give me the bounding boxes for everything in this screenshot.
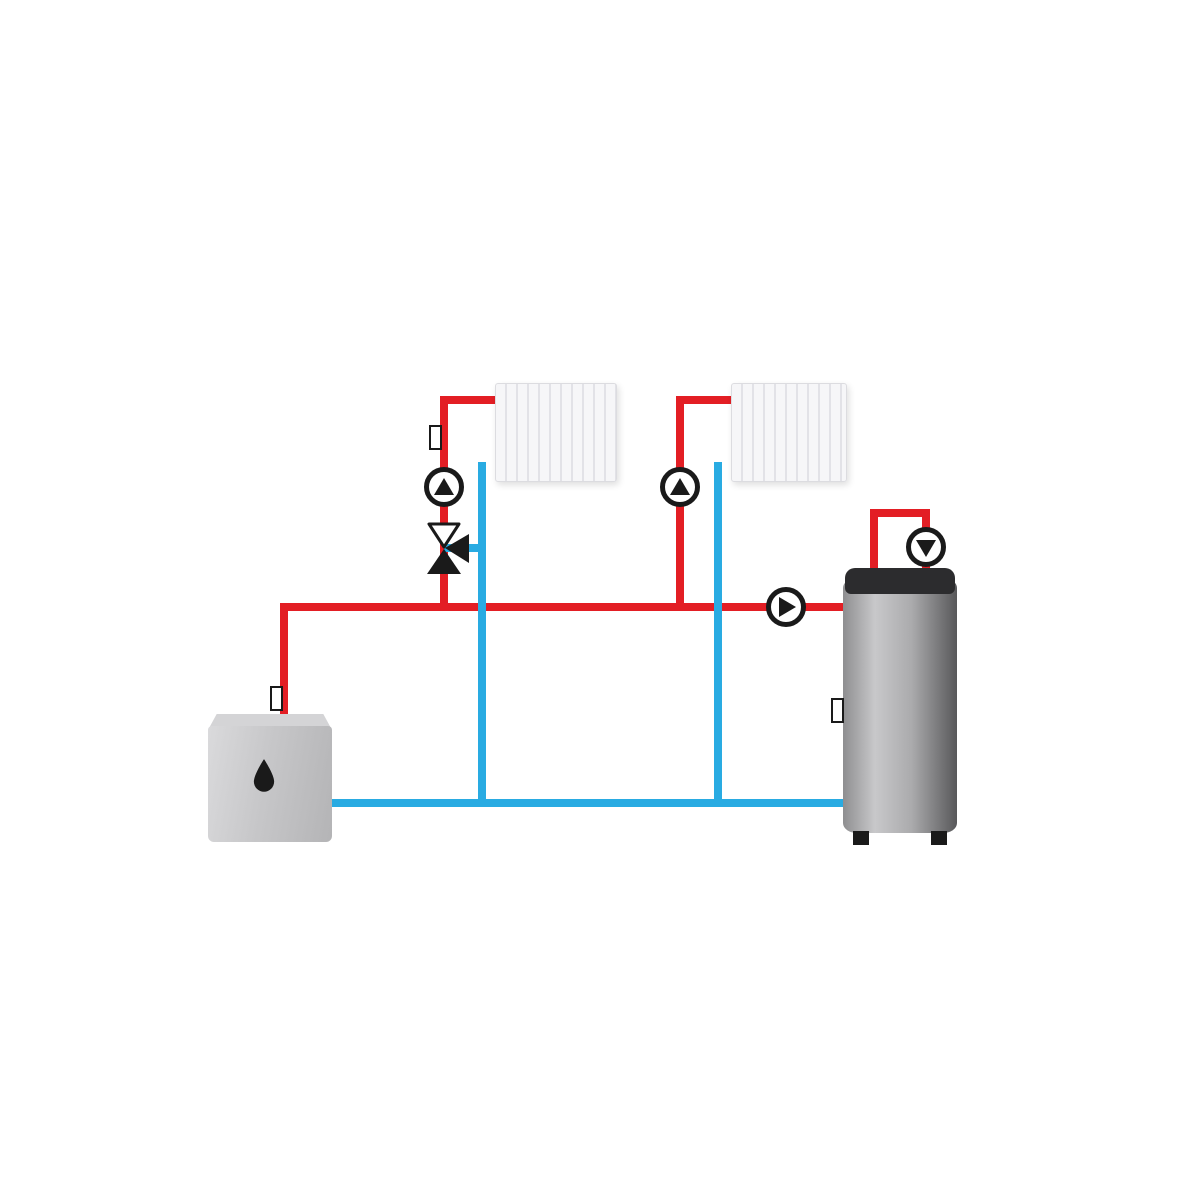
flow-arrow-up-icon — [434, 477, 454, 495]
pump-tank-top — [906, 527, 946, 567]
radiator-2 — [731, 383, 847, 482]
pipe-radiator-1-return-drop — [478, 462, 486, 807]
flow-arrow-up-icon — [670, 477, 690, 495]
pipe-radiator-2-supply-top — [676, 396, 736, 404]
droplet-icon — [250, 758, 278, 798]
pump-radiator-1 — [424, 467, 464, 507]
pipe-tank-loop-top — [870, 509, 930, 517]
storage-tank-foot-left — [853, 831, 869, 845]
sensor-radiator-1-supply — [429, 425, 442, 450]
storage-tank-body — [843, 578, 957, 833]
storage-tank — [843, 568, 957, 845]
pipe-return-main-horizontal — [328, 799, 850, 807]
flow-arrow-down-icon — [916, 539, 936, 557]
pipe-tank-loop-left — [870, 509, 878, 575]
pipe-radiator-2-return-drop — [714, 462, 722, 807]
flow-arrow-right-icon — [779, 597, 796, 617]
storage-tank-top-cap — [845, 568, 955, 594]
pump-storage-loop — [766, 587, 806, 627]
sensor-storage-tank — [831, 698, 844, 723]
storage-tank-foot-right — [931, 831, 947, 845]
sensor-boiler-supply — [270, 686, 283, 711]
pipe-boiler-supply-riser — [280, 603, 288, 723]
radiator-1 — [495, 383, 617, 482]
pump-radiator-2 — [660, 467, 700, 507]
mixing-valve-icon — [427, 522, 469, 574]
three-way-mixing-valve — [418, 521, 472, 581]
pipe-supply-main-horizontal — [280, 603, 850, 611]
pipe-radiator-1-supply-top — [440, 396, 500, 404]
boiler — [208, 714, 332, 842]
